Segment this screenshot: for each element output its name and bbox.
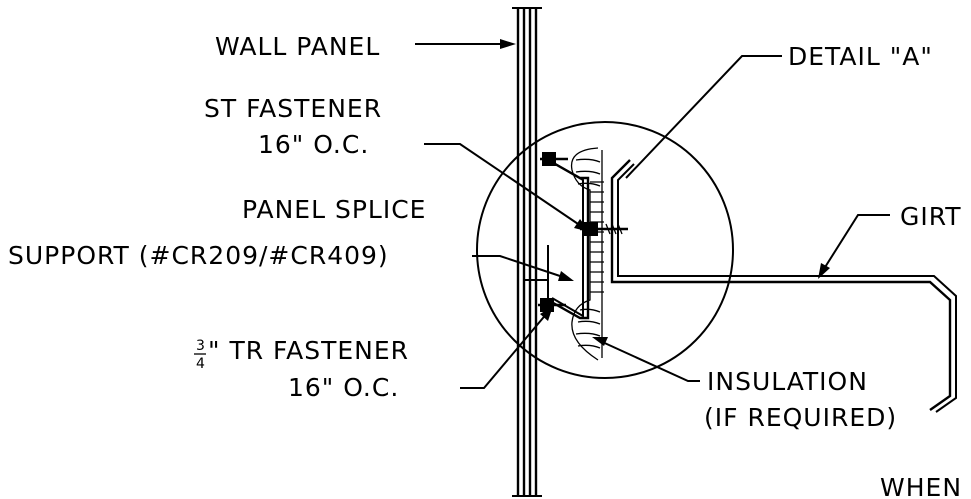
support-label: SUPPORT (#CR209/#CR409) bbox=[8, 241, 389, 270]
splice-support-shape bbox=[547, 158, 604, 320]
leader-support bbox=[472, 255, 574, 281]
leader-wall-panel bbox=[415, 39, 516, 49]
tr-fastener-label: " TR FASTENER bbox=[208, 336, 409, 365]
panel-splice-label: PANEL SPLICE bbox=[242, 195, 426, 224]
st-fastener-label: ST FASTENER bbox=[204, 94, 382, 123]
wall-panel-label: WALL PANEL bbox=[215, 32, 380, 61]
detail-circle bbox=[476, 121, 734, 379]
leader-insulation bbox=[592, 337, 700, 382]
leader-st-fastener bbox=[424, 143, 590, 232]
tr-fastener-icon bbox=[538, 298, 566, 312]
when-label: WHEN bbox=[880, 473, 962, 499]
tr-fraction-numerator: 3 bbox=[196, 338, 205, 354]
girt-shape bbox=[610, 159, 957, 413]
insulation-label: INSULATION bbox=[707, 367, 868, 396]
leader-detail-a bbox=[625, 55, 782, 179]
leader-girt bbox=[818, 214, 890, 279]
st-fastener-top-icon bbox=[540, 152, 568, 166]
tr-spacing-label: 16" O.C. bbox=[288, 373, 399, 402]
wall-panel-shape bbox=[512, 7, 549, 497]
if-required-label: (IF REQUIRED) bbox=[704, 403, 897, 432]
st-spacing-label: 16" O.C. bbox=[258, 130, 369, 159]
insulation-shape bbox=[570, 147, 603, 361]
leader-tr-fastener bbox=[460, 306, 553, 389]
detail-a-label: DETAIL "A" bbox=[788, 42, 933, 71]
girt-label: GIRT bbox=[900, 202, 962, 231]
st-fastener-mid-icon bbox=[580, 222, 628, 236]
tr-fraction-denominator: 4 bbox=[196, 356, 205, 372]
